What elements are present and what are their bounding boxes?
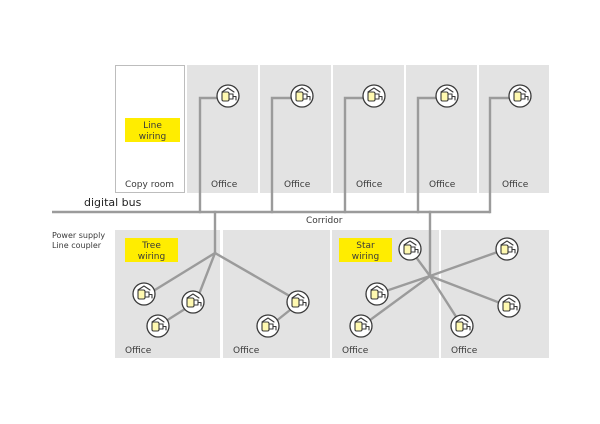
tree-wire-a (148, 251, 217, 295)
tree-wiring-badge: Tree wiring (125, 238, 178, 262)
lamp-icon (398, 237, 422, 261)
lamp-icon (146, 314, 170, 338)
lamp-icon (495, 237, 519, 261)
office-label: Office (502, 180, 529, 190)
office-room (333, 65, 404, 193)
lamp-icon (362, 84, 386, 108)
star-wiring-badge: Star wiring (339, 238, 392, 262)
top-rooms (115, 65, 549, 193)
office-label: Office (356, 180, 383, 190)
tree-wire-d (213, 251, 302, 304)
office-room (406, 65, 477, 193)
star-wire-5 (428, 274, 510, 308)
lamp-icon (286, 290, 310, 314)
office-label: Office (284, 180, 311, 190)
lamp-icon (497, 294, 521, 318)
line-wire-3 (343, 96, 364, 214)
office-label: Office (125, 346, 152, 356)
lamp-icon (216, 84, 240, 108)
office-room (187, 65, 258, 193)
office-room (441, 230, 549, 358)
office-room (260, 65, 331, 193)
badge-line-1: Tree (141, 241, 161, 251)
lamp-icon (132, 282, 156, 306)
lamp-icon (508, 84, 532, 108)
lamp-icon (256, 314, 280, 338)
office-room (223, 230, 330, 358)
labels: digital bus Corridor Power supply Line c… (52, 180, 529, 356)
line-wire-1 (198, 96, 218, 214)
line-wiring-badge: Line wiring (125, 118, 180, 142)
lamp-icon (435, 84, 459, 108)
line-wire-4 (416, 96, 437, 214)
badge-line-2: wiring (138, 252, 165, 262)
badge-line-1: Line (143, 121, 162, 131)
lamp-icon (181, 290, 205, 314)
office-label: Office (342, 346, 369, 356)
star-wire-3 (360, 274, 432, 328)
office-label: Office (451, 346, 478, 356)
lamp-icon (450, 314, 474, 338)
line-wire-5 (488, 96, 510, 214)
lamp-icon (290, 84, 314, 108)
line-coupler-label: Line coupler (52, 241, 102, 250)
lamp-icon (349, 314, 373, 338)
copy-room-label: Copy room (125, 180, 174, 190)
badge-line-2: wiring (139, 132, 166, 142)
power-supply-label: Power supply (52, 231, 105, 240)
lamp-icon (365, 282, 389, 306)
bottom-rooms (115, 230, 549, 358)
star-wire-6 (428, 247, 508, 278)
corridor-label: Corridor (306, 216, 343, 226)
line-wire-2 (270, 96, 292, 214)
digital-bus-label: digital bus (84, 196, 142, 209)
badge-line-2: wiring (352, 252, 379, 262)
office-label: Office (211, 180, 238, 190)
office-label: Office (429, 180, 456, 190)
badge-line-1: Star (356, 241, 375, 251)
office-label: Office (233, 346, 260, 356)
